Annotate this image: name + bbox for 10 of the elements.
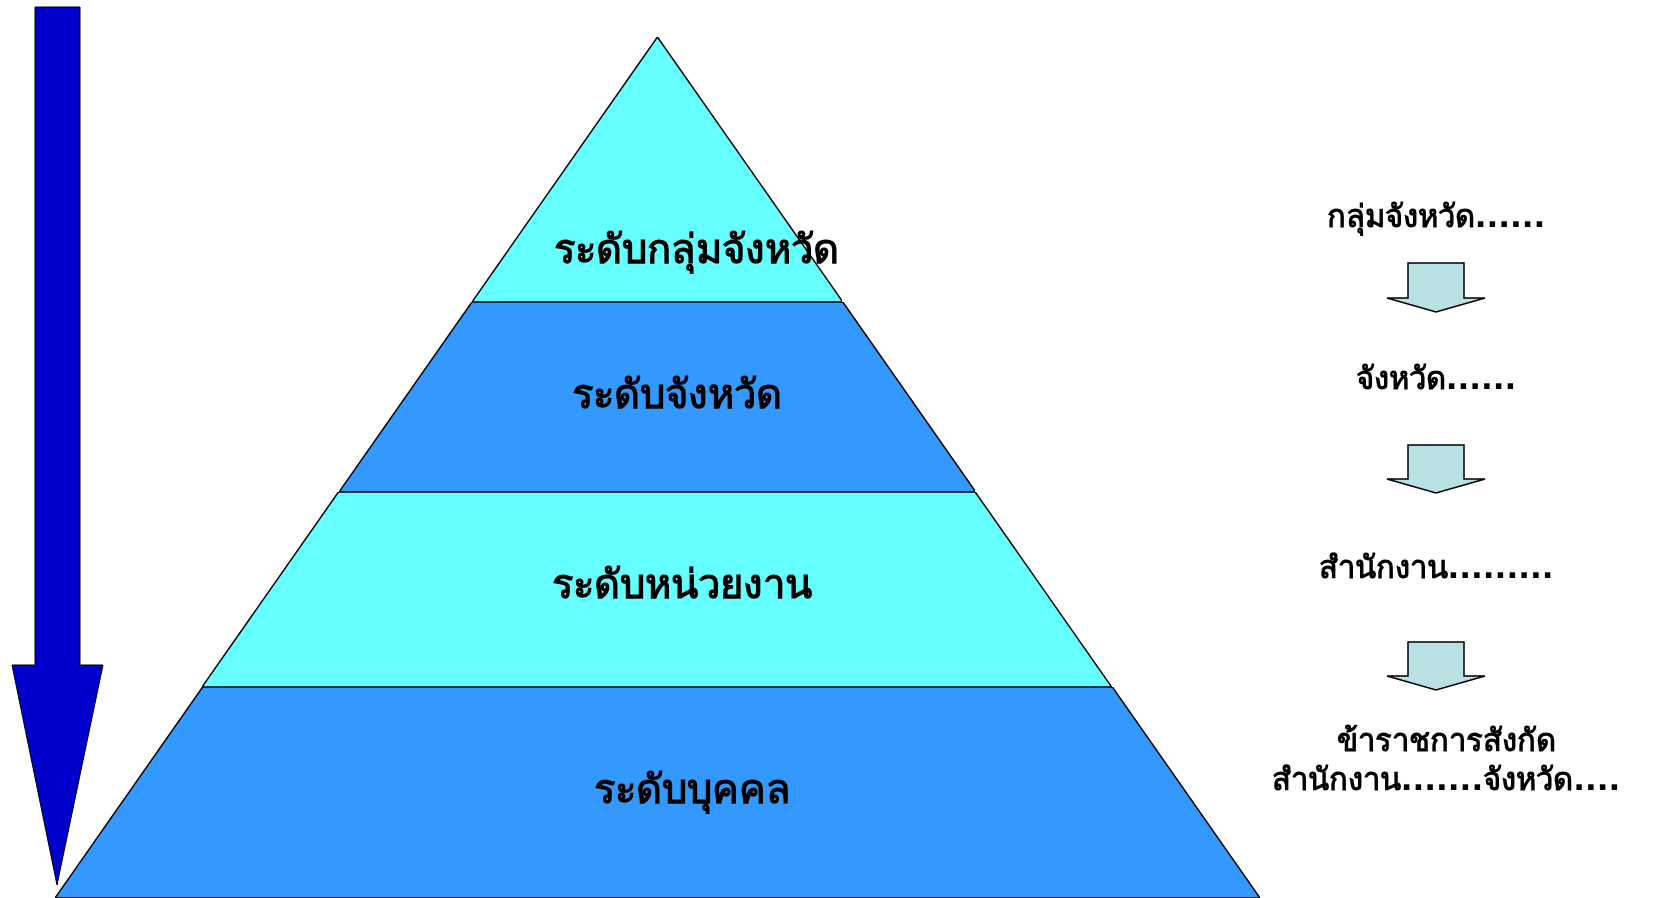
unit-label: กลุ่มจังหวัด......	[1326, 197, 1546, 236]
level-label: ระดับหน่วยงาน	[552, 561, 812, 607]
unit-label: จังหวัด......	[1355, 359, 1517, 398]
level-label: ระดับจังหวัด	[572, 371, 782, 417]
unit-label: สำนักงาน.........	[1318, 548, 1554, 587]
block-arrow	[1386, 641, 1486, 691]
block-arrow	[1386, 444, 1486, 494]
block-arrow	[1386, 262, 1486, 313]
level-label: ระดับบุคคล	[593, 766, 791, 812]
unit-label: ข้าราชการสังกัดสำนักงาน.......จังหวัด....	[1270, 721, 1622, 799]
